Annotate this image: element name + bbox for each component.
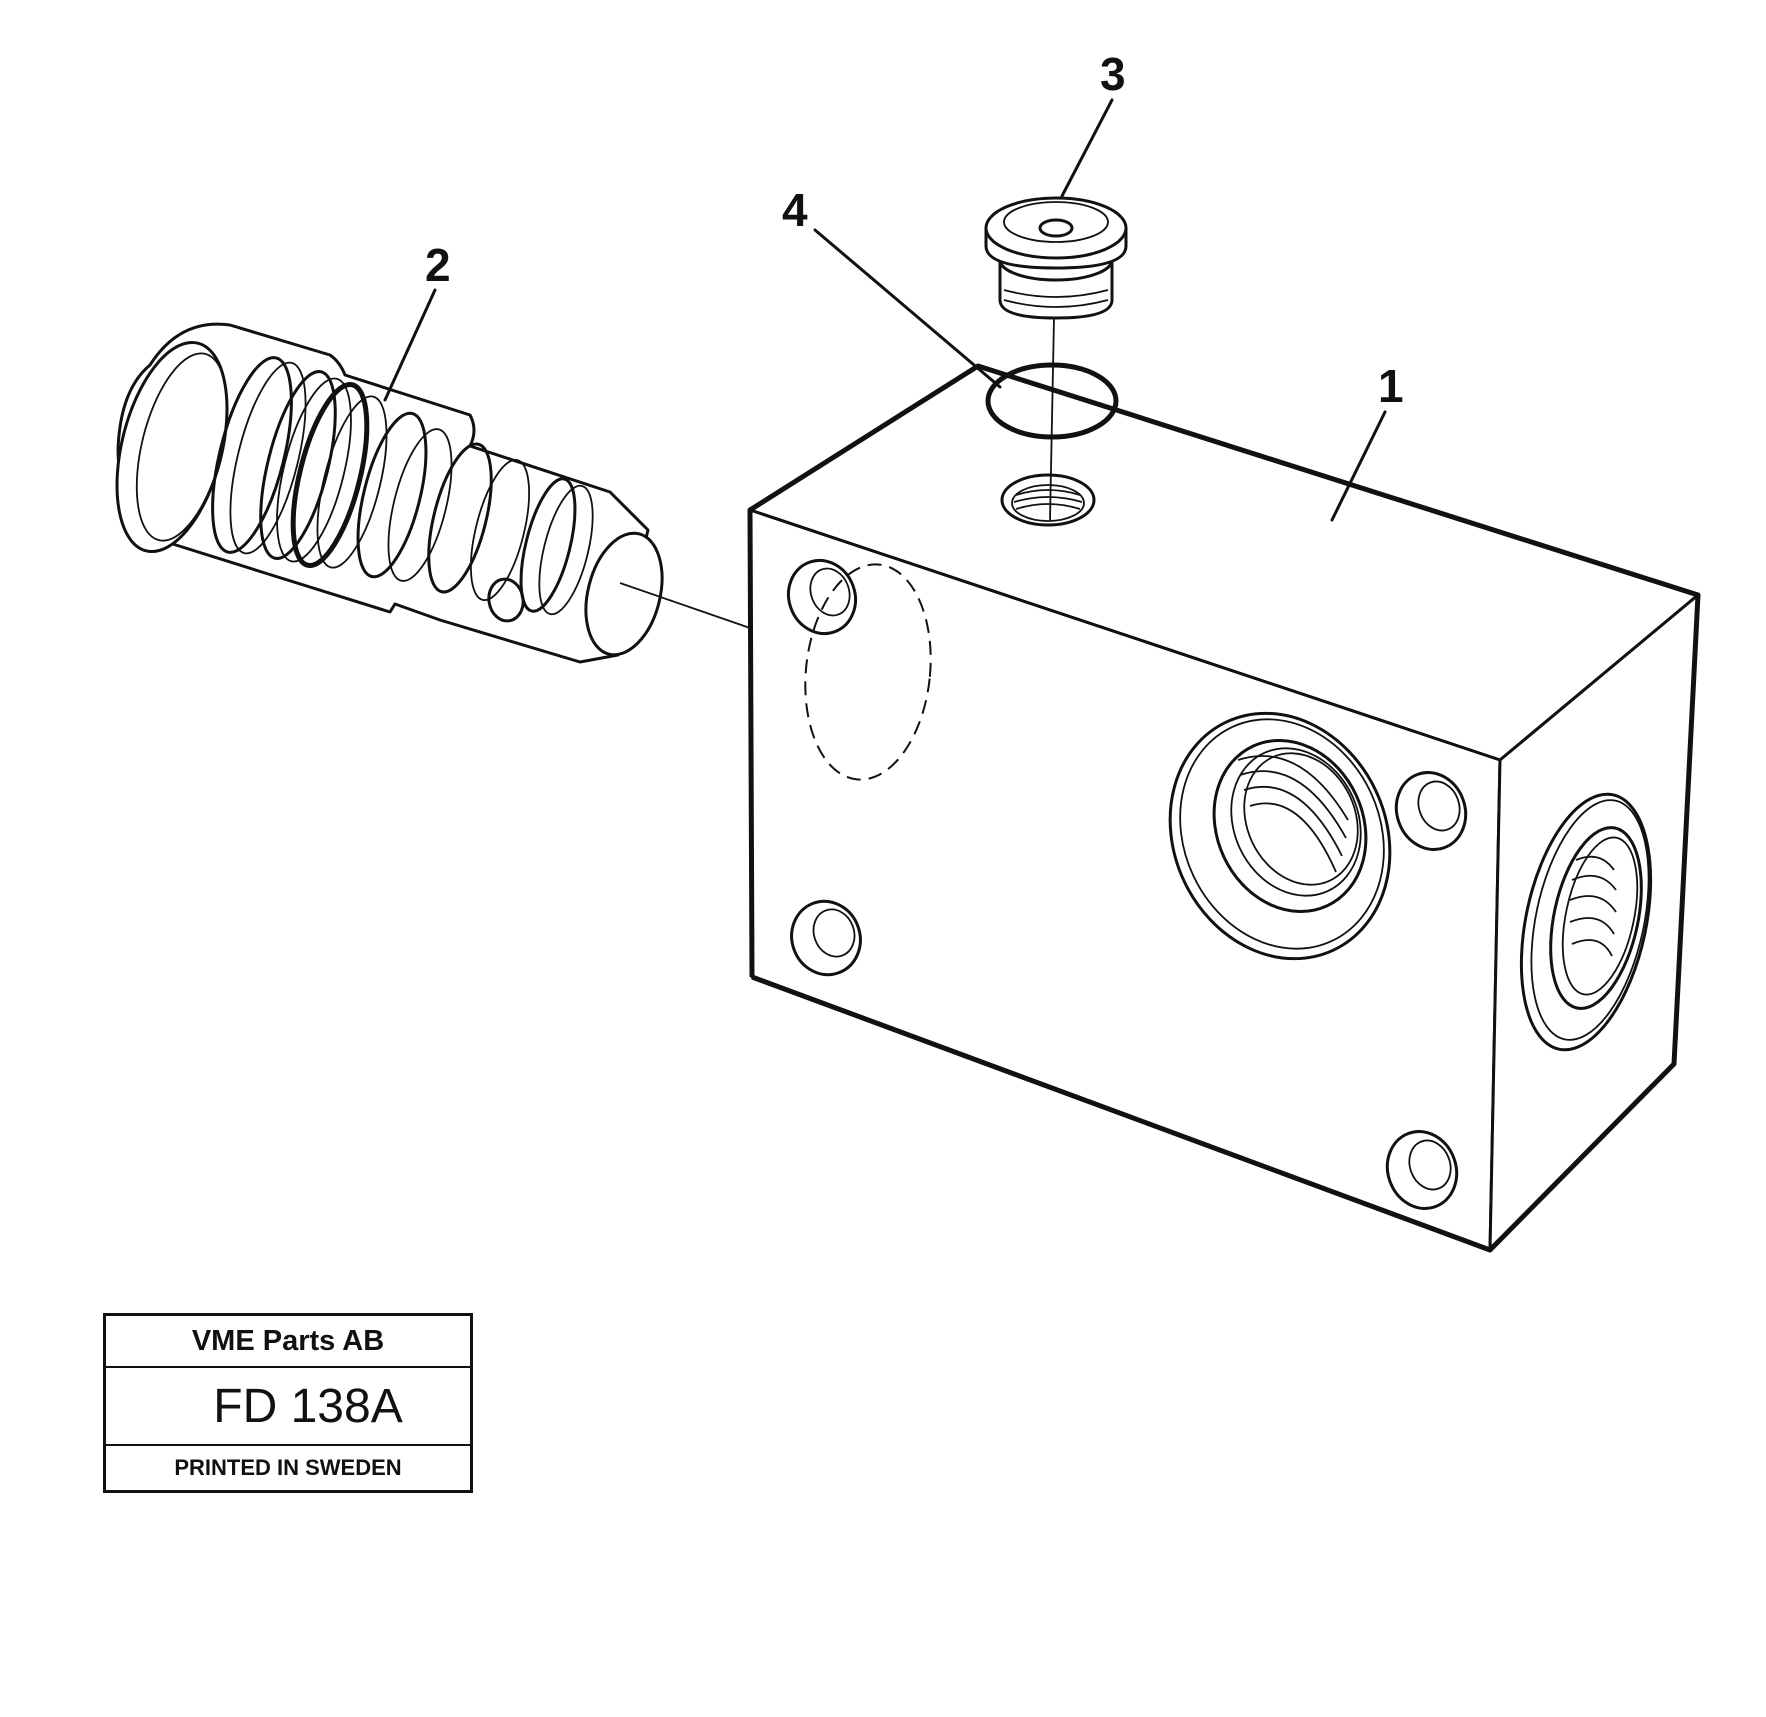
leader-line-2	[383, 288, 437, 402]
plug-socket	[1038, 218, 1074, 238]
valve-block	[747, 363, 1701, 1253]
leader-line-1	[1330, 410, 1387, 522]
callout-3: 3	[1100, 48, 1126, 100]
top-threaded-port	[1000, 473, 1096, 527]
cartridge-side-port	[487, 577, 525, 623]
front-threaded-port	[1168, 711, 1392, 961]
title-block-code: FD 138A	[106, 1368, 470, 1446]
leader-line-4	[813, 228, 1002, 389]
title-block-company: VME Parts AB	[106, 1316, 470, 1368]
mounting-hole-top-right	[1394, 771, 1468, 851]
plug	[984, 196, 1128, 521]
hidden-bore-outline	[804, 563, 932, 781]
mounting-hole-top-left	[787, 558, 857, 636]
plug-head	[984, 196, 1128, 260]
plug-insertion-line	[1049, 317, 1055, 521]
callout-1: 1	[1378, 360, 1404, 412]
mounting-hole-bottom-right	[1385, 1130, 1459, 1210]
callout-2: 2	[425, 239, 451, 291]
cartridge-insertion-line	[619, 582, 751, 629]
mounting-hole-bottom-left	[790, 899, 862, 977]
title-block-printed: PRINTED IN SWEDEN	[174, 1455, 402, 1480]
o-ring	[985, 362, 1119, 440]
leader-line-3	[1060, 98, 1114, 198]
title-block: VME Parts AB FD 138A PRINTED IN SWEDEN	[103, 1313, 473, 1493]
cartridge-valve	[115, 322, 751, 664]
callout-4: 4	[782, 184, 808, 236]
cartridge-nose-face	[584, 531, 664, 657]
side-threaded-port	[1519, 792, 1653, 1052]
